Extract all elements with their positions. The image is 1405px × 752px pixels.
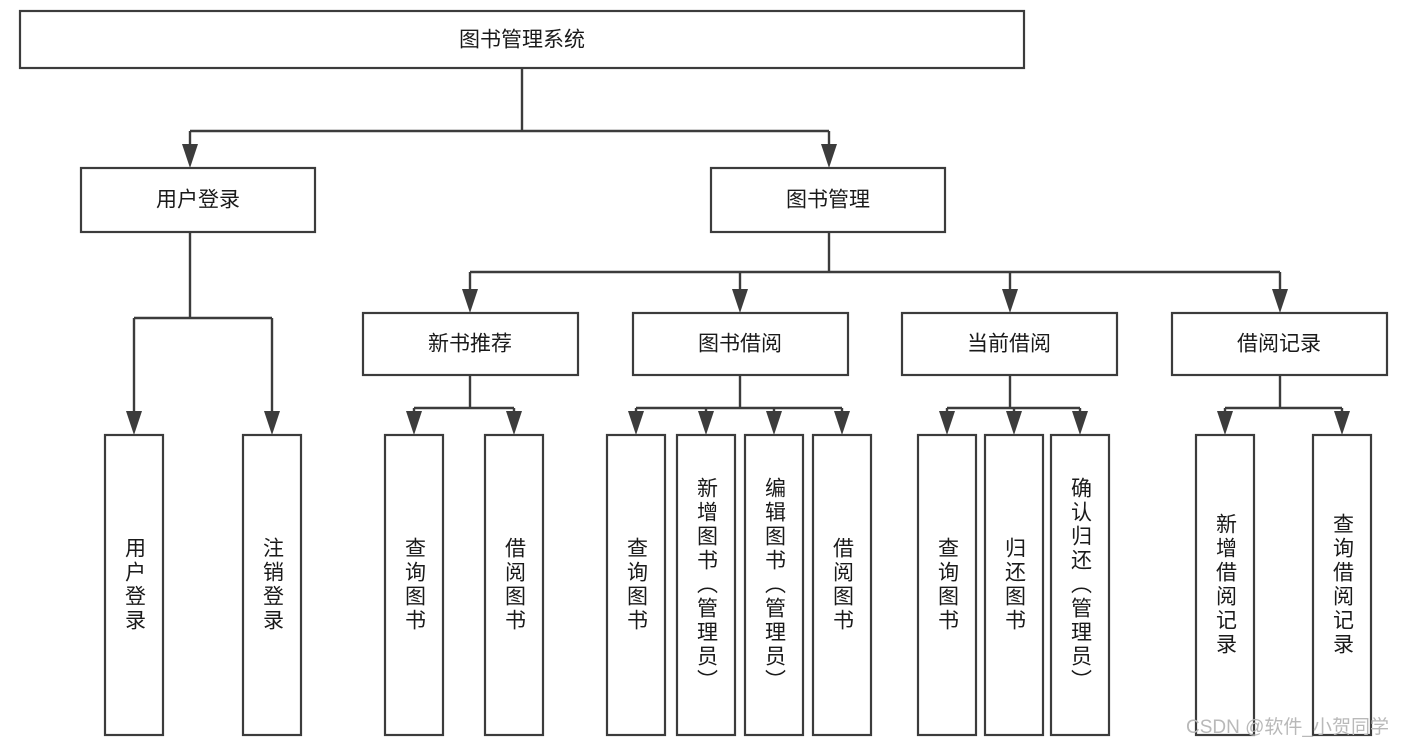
node-current-borrowing-label: 当前借阅: [967, 333, 1051, 356]
leaf-borrow-book-newrec-box: [483, 433, 545, 737]
leaf-query-book-newrec-box: [383, 433, 445, 737]
arrow-head-current-query: [939, 411, 955, 435]
leaf-borrow-book-newrec-label: 借阅图书: [503, 537, 527, 633]
node-new-book-recommendation-label: 新书推荐: [428, 333, 512, 356]
leaf-return-book-label: 归还图书: [1003, 537, 1027, 633]
node-user-login-label: 用户登录: [156, 189, 240, 212]
node-borrowing-record-box: [1170, 311, 1389, 377]
leaf-add-borrow-record-label: 新增借阅记录: [1214, 513, 1238, 657]
node-book-borrowing[interactable]: 图书借阅: [631, 311, 850, 377]
node-book-borrowing-box: [631, 311, 850, 377]
leaf-node-borrow-book-newrec[interactable]: 借阅图书: [483, 433, 545, 737]
node-book-management-box: [709, 166, 947, 234]
arrow-head-borrow-add: [698, 411, 714, 435]
node-user-login[interactable]: 用户登录: [79, 166, 317, 234]
leaf-lend-book-box: [811, 433, 873, 737]
arrow-head-borrow-edit: [766, 411, 782, 435]
leaf-logout-box: [241, 433, 303, 737]
arrow-head-borrow-query: [628, 411, 644, 435]
arrow-head-leaf-logout: [264, 411, 280, 435]
arrow-head-record-query: [1334, 411, 1350, 435]
leaf-user-login-box: [103, 433, 165, 737]
arrow-head-newbook-borrow: [506, 411, 522, 435]
leaf-node-query-book-newrec[interactable]: 查询图书: [383, 433, 445, 737]
leaf-query-book-newrec-label: 查询图书: [403, 537, 427, 633]
arrow-head-borrow-lend: [834, 411, 850, 435]
leaf-edit-book-admin-label: 编辑图书（管理员）: [763, 477, 787, 693]
node-root-box: [18, 9, 1026, 70]
node-borrowing-record-label: 借阅记录: [1237, 333, 1321, 356]
leaf-node-user-login[interactable]: 用户登录: [103, 433, 165, 737]
arrow-head-new-book-rec: [462, 289, 478, 313]
node-book-management-label: 图书管理: [786, 189, 870, 212]
leaf-confirm-return-admin-box: [1049, 433, 1111, 737]
node-book-management[interactable]: 图书管理: [709, 166, 947, 234]
arrow-head-user-login: [182, 144, 198, 168]
arrow-head-current-confirm: [1072, 411, 1088, 435]
leaf-node-confirm-return-admin[interactable]: 确认归还（管理员）: [1049, 433, 1111, 737]
leaf-user-login-label: 用户登录: [123, 537, 147, 633]
csdn-watermark: CSDN @软件_小贺同学: [1186, 716, 1389, 738]
leaf-node-edit-book-admin[interactable]: 编辑图书（管理员）: [743, 433, 805, 737]
arrow-head-record-add: [1217, 411, 1233, 435]
arrow-head-current-return: [1006, 411, 1022, 435]
arrow-head-book-borrow: [732, 289, 748, 313]
node-borrowing-record[interactable]: 借阅记录: [1170, 311, 1389, 377]
node-root-book-management-system[interactable]: 图书管理系统: [18, 9, 1026, 70]
leaf-add-book-admin-box: [675, 433, 737, 737]
node-book-borrowing-label: 图书借阅: [698, 333, 782, 356]
leaf-query-borrow-record-label: 查询借阅记录: [1331, 513, 1355, 657]
node-root-label: 图书管理系统: [459, 29, 585, 52]
arrow-head-leaf-user-login: [126, 411, 142, 435]
leaf-node-add-book-admin[interactable]: 新增图书（管理员）: [675, 433, 737, 737]
leaf-query-book-borrow-box: [605, 433, 667, 737]
leaf-node-query-book-current[interactable]: 查询图书: [916, 433, 978, 737]
leaf-node-logout[interactable]: 注销登录: [241, 433, 303, 737]
leaf-query-book-borrow-label: 查询图书: [625, 537, 649, 633]
leaf-logout-label: 注销登录: [261, 537, 285, 633]
node-current-borrowing-box: [900, 311, 1119, 377]
leaf-node-query-borrow-record[interactable]: 查询借阅记录: [1311, 433, 1373, 737]
leaf-lend-book-label: 借阅图书: [831, 537, 855, 633]
leaf-edit-book-admin-box: [743, 433, 805, 737]
leaf-add-book-admin-label: 新增图书（管理员）: [695, 477, 719, 693]
leaf-add-borrow-record-box: [1194, 433, 1256, 737]
node-user-login-box: [79, 166, 317, 234]
leaf-node-return-book[interactable]: 归还图书: [983, 433, 1045, 737]
leaf-node-lend-book[interactable]: 借阅图书: [811, 433, 873, 737]
arrow-head-newbook-query: [406, 411, 422, 435]
leaf-query-book-current-box: [916, 433, 978, 737]
leaf-return-book-box: [983, 433, 1045, 737]
arrow-head-current-borrow: [1002, 289, 1018, 313]
leaf-query-book-current-label: 查询图书: [936, 537, 960, 633]
connector-layer: [126, 69, 1350, 435]
leaf-confirm-return-admin-label: 确认归还（管理员）: [1069, 477, 1093, 693]
leaf-node-query-book-borrow[interactable]: 查询图书: [605, 433, 667, 737]
arrow-head-book-mgmt: [821, 144, 837, 168]
arrow-head-borrow-record: [1272, 289, 1288, 313]
leaf-query-borrow-record-box: [1311, 433, 1373, 737]
node-new-book-recommendation[interactable]: 新书推荐: [361, 311, 580, 377]
node-current-borrowing[interactable]: 当前借阅: [900, 311, 1119, 377]
leaf-node-add-borrow-record[interactable]: 新增借阅记录: [1194, 433, 1256, 737]
node-new-book-recommendation-box: [361, 311, 580, 377]
